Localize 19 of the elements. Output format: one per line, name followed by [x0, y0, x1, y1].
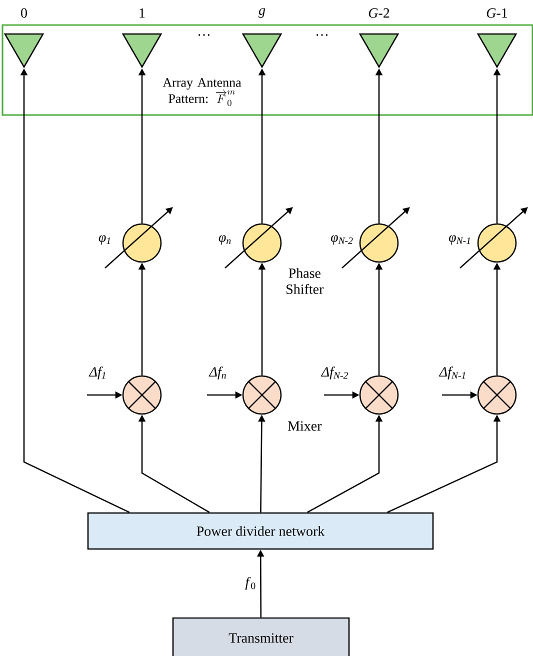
- symbol-label: Δf$_{n}$: [208, 366, 226, 380]
- symbol-label: φ$_{N-1}$: [448, 235, 470, 245]
- ellipsis: …: [316, 34, 328, 36]
- symbol-label: Δf$_{N-1}$: [438, 366, 466, 380]
- transmitter-box: Transmitter: [172, 617, 350, 656]
- edge-label: f$_{0}$: [245, 577, 256, 590]
- ellipsis: …: [198, 34, 210, 36]
- antenna-index: 1: [140, 8, 145, 18]
- antenna-index: g: [258, 8, 266, 18]
- symbol-label: φ$_{N-2}$: [330, 235, 353, 245]
- antenna-index: G-1: [486, 8, 508, 18]
- symbol-label: φ$_{n}$: [218, 235, 231, 245]
- antenna-index: 0: [21, 8, 27, 18]
- component-label: Mixer: [288, 421, 322, 431]
- component-label: Phase Shifter: [286, 268, 324, 294]
- antenna-index: G-2: [368, 8, 390, 18]
- symbol-label: Δf$_{1}$: [88, 366, 106, 380]
- symbol-label: φ$_{1}$: [98, 235, 110, 245]
- symbol-label: Δf$_{N-2}$: [320, 366, 348, 380]
